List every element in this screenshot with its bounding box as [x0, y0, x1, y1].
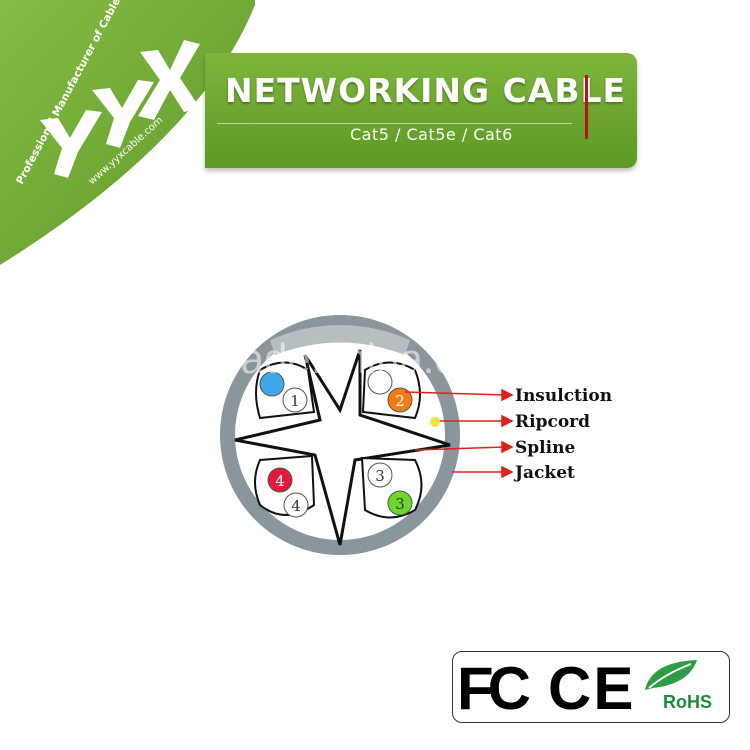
banner-title: NETWORKING CABLE	[225, 71, 627, 110]
conductor-3b-label: 3	[375, 467, 385, 485]
conductor-3a-label: 3	[395, 495, 405, 513]
brand-logo: Professional Manufacturer of Cable & Wir…	[0, 0, 255, 265]
conductor-1b	[282, 387, 308, 413]
callout-arrows	[404, 388, 514, 479]
watermark-text: trade.china.cn	[215, 335, 479, 382]
banner-accent-bar	[585, 75, 588, 139]
callout-ripcord: Ripcord	[515, 412, 590, 432]
arrow-spline	[414, 446, 506, 451]
cable-cross-section-diagram: 1 2 3 3 4 4 Insulction Ripcord Spline Ja…	[220, 315, 612, 555]
conductor-2b	[367, 369, 393, 395]
ce-logo: CE	[548, 655, 636, 722]
product-banner: NETWORKING CABLE Cat5 / Cat5e / Cat6	[205, 53, 637, 168]
logo-letters-icon	[40, 40, 200, 178]
arrow-spline-head	[501, 440, 514, 454]
fcc-logo: FC	[457, 655, 531, 722]
rohs-leaf-icon	[645, 660, 697, 690]
conductor-2a-label: 2	[395, 392, 405, 410]
banner-divider	[217, 123, 572, 124]
conductor-2a	[387, 387, 413, 413]
conductor-4b	[283, 492, 309, 518]
arrow-insulation	[404, 391, 506, 396]
conductor-3a	[387, 490, 413, 516]
conductor-4b-label: 4	[291, 497, 301, 515]
callout-jacket: Jacket	[513, 463, 575, 483]
conductor-1b-label: 1	[290, 392, 300, 410]
conductor-3b	[367, 462, 393, 488]
conductor-4a-label: 4	[275, 472, 285, 490]
ripcord-dot	[430, 417, 440, 427]
conductor-4a	[267, 467, 293, 493]
rohs-label: RoHS	[663, 692, 712, 712]
arrow-insulation-head	[501, 388, 514, 402]
callout-spline: Spline	[515, 438, 575, 458]
banner-subtitle: Cat5 / Cat5e / Cat6	[350, 125, 513, 144]
jacket-highlight	[270, 325, 410, 355]
callout-insulation: Insulction	[515, 386, 612, 406]
certification-box: FC CE RoHS	[452, 651, 730, 723]
conductor-1a	[259, 371, 285, 397]
logo-corner-shape	[0, 0, 255, 265]
arrow-jacket-head	[501, 465, 514, 479]
arrow-ripcord-head	[501, 414, 514, 428]
